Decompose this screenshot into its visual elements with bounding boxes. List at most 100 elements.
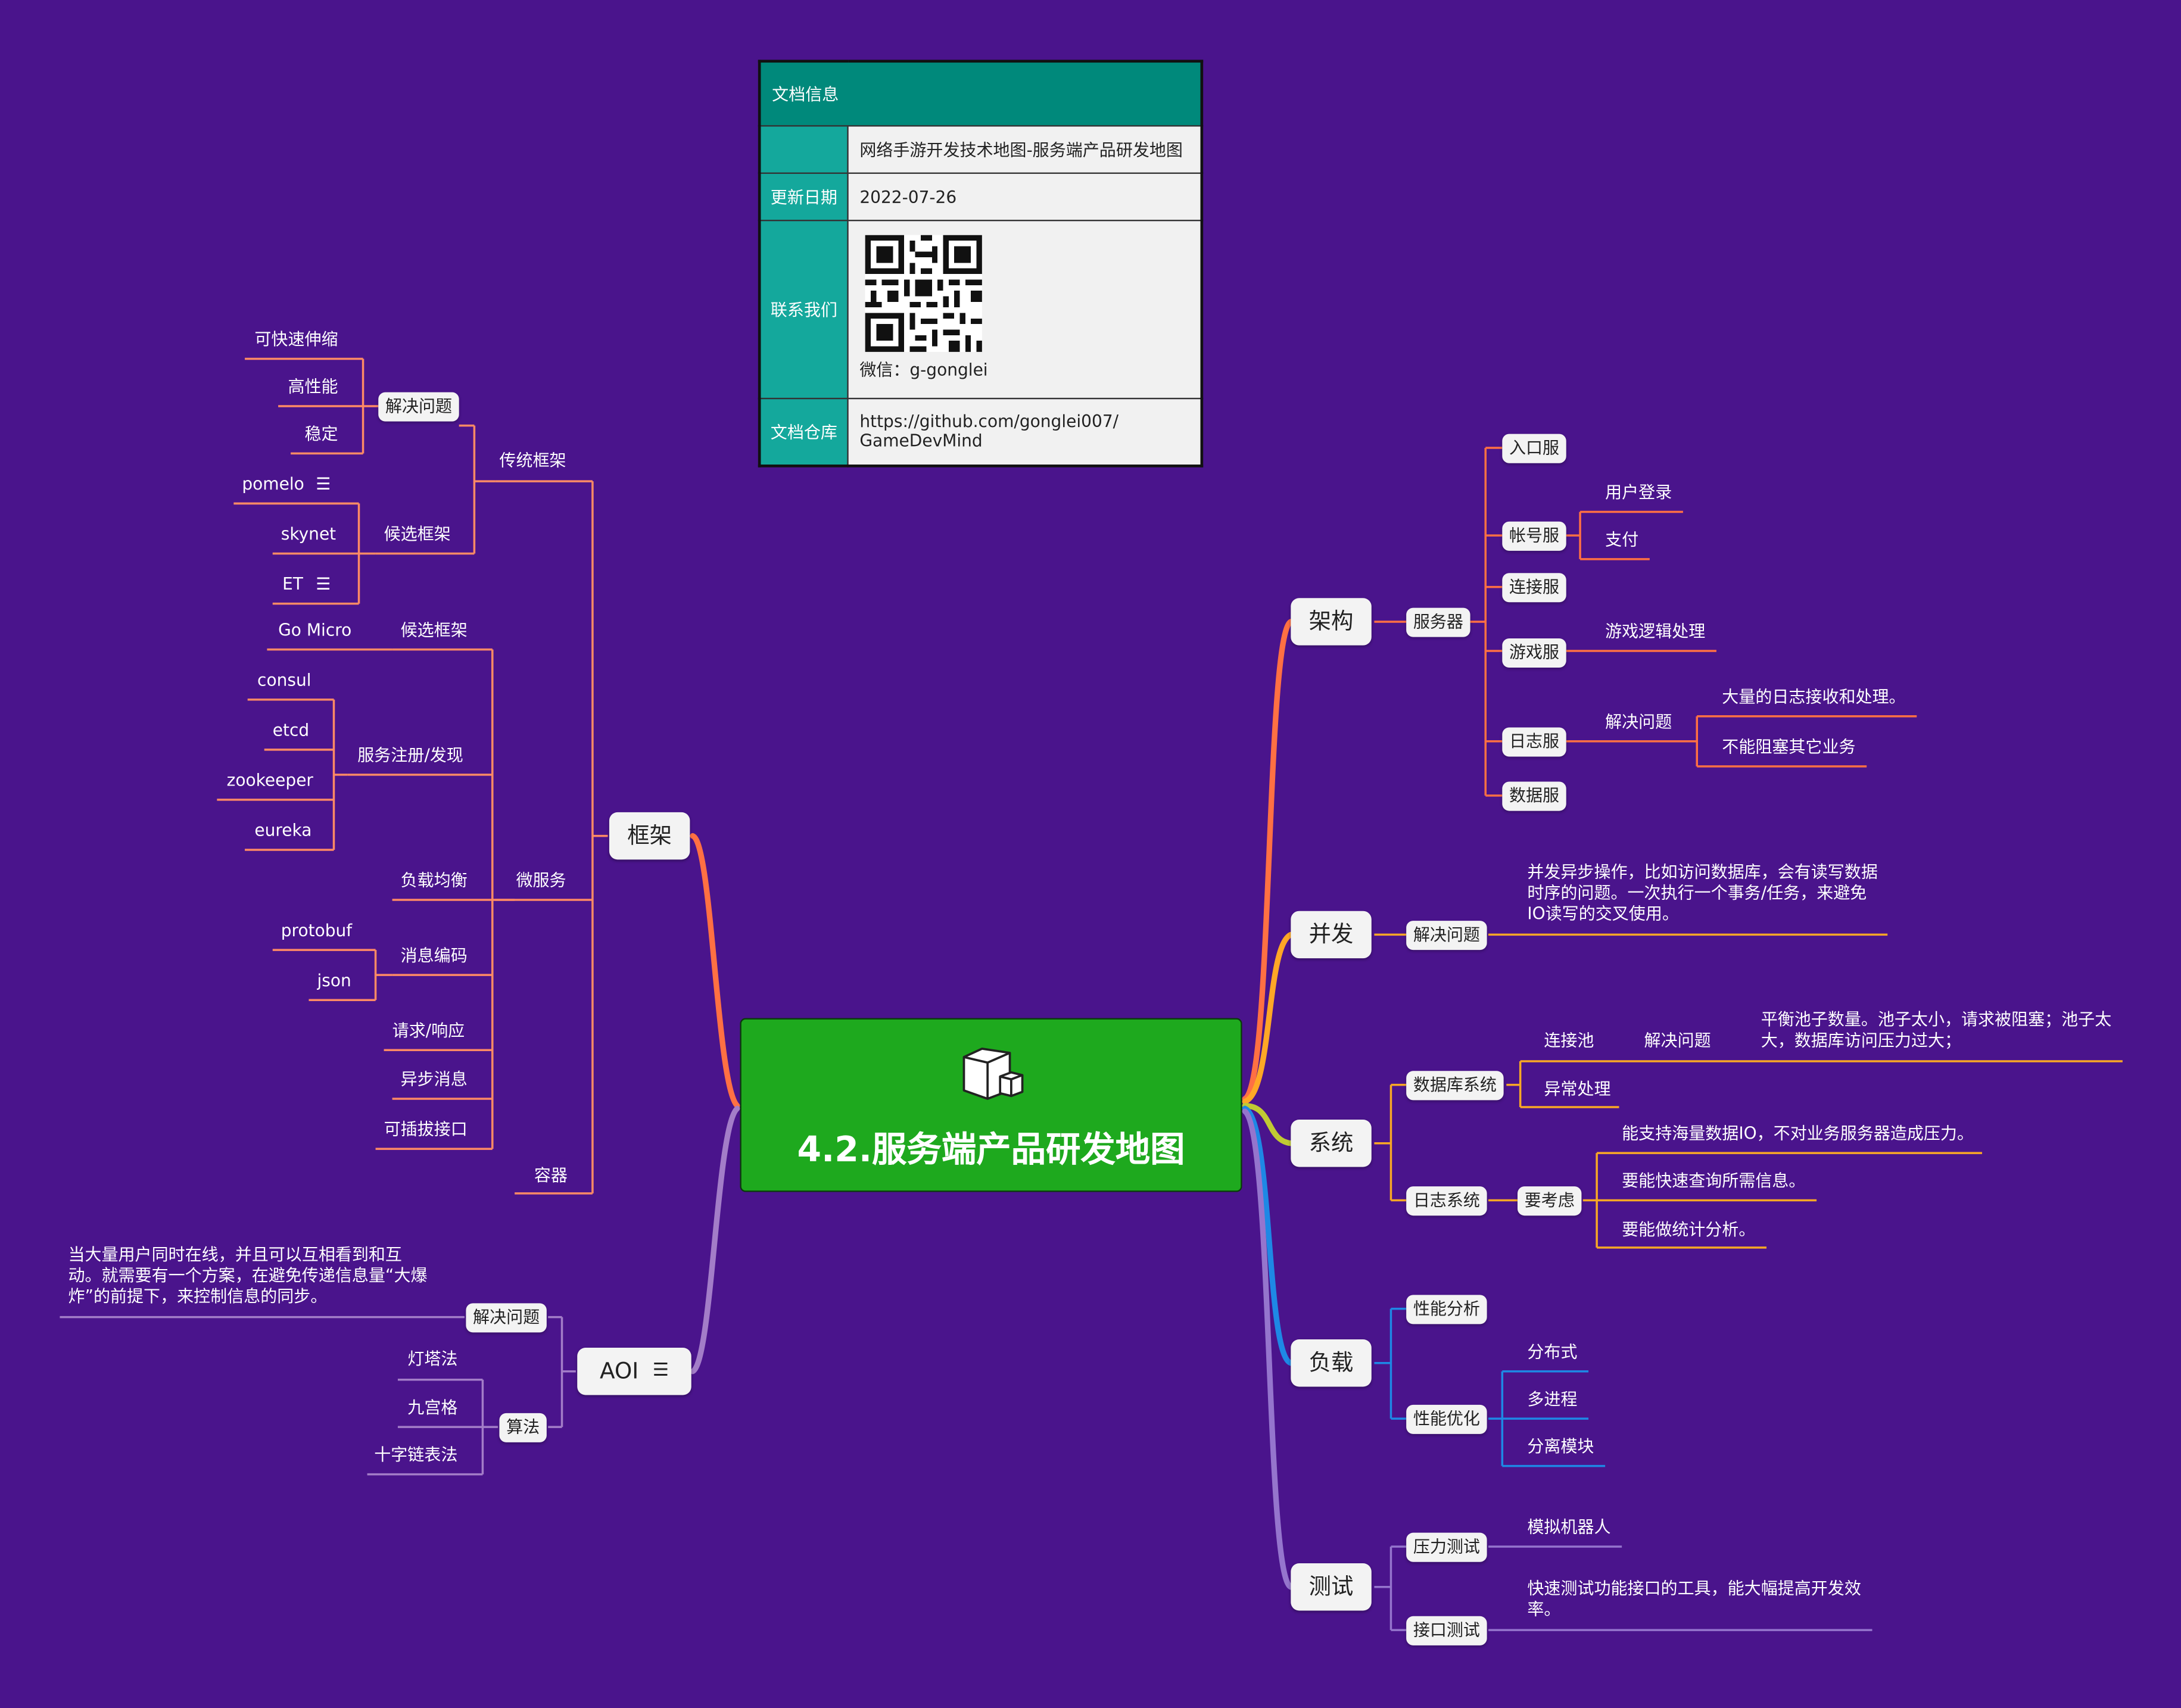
node-log-system[interactable]: 日志系统: [1406, 1186, 1487, 1216]
node-high-perf[interactable]: 高性能: [288, 376, 338, 397]
node-multiprocess[interactable]: 多进程: [1527, 1389, 1578, 1409]
node-consider-3[interactable]: 要能做统计分析。: [1622, 1220, 1756, 1239]
topic-xitong[interactable]: 系统: [1291, 1120, 1372, 1167]
note-icon[interactable]: ☰: [652, 1360, 669, 1381]
node-microservice[interactable]: 微服务: [516, 870, 566, 890]
node-log-point2[interactable]: 不能阻塞其它业务: [1722, 737, 1856, 757]
link-root-xitong: [1242, 1103, 1294, 1146]
node-algorithm[interactable]: 算法: [499, 1413, 547, 1442]
node-aoi-desc[interactable]: 当大量用户同时在线，并且可以互相看到和互动。就需要有一个方案，在避免传递信息量“…: [68, 1245, 428, 1306]
root-topic[interactable]: 4.2.服务端产品研发地图: [740, 1018, 1242, 1192]
node-consider[interactable]: 要考虑: [1517, 1186, 1582, 1216]
node-et[interactable]: ET: [282, 574, 303, 594]
node-scalable[interactable]: 可快速伸缩: [254, 329, 338, 350]
link-log-solve: [1566, 715, 1917, 768]
node-aoi-solve[interactable]: 解决问题: [466, 1303, 547, 1333]
node-nine-grid[interactable]: 九宫格: [407, 1398, 458, 1417]
node-payment[interactable]: 支付: [1605, 529, 1639, 550]
wechat-id: 微信：g-gonglei: [859, 360, 988, 380]
node-bingfa-solve[interactable]: 解决问题: [1406, 921, 1487, 950]
node-consul[interactable]: consul: [257, 670, 311, 690]
node-conn-pool[interactable]: 连接池: [1544, 1030, 1594, 1051]
node-game-server[interactable]: 游戏服: [1502, 638, 1566, 668]
node-service-registry[interactable]: 服务注册/发现: [357, 745, 463, 765]
node-msg-codec[interactable]: 消息编码: [400, 946, 468, 965]
node-json[interactable]: json: [317, 971, 351, 990]
qr-code-icon: [865, 235, 982, 352]
node-api-test[interactable]: 接口测试: [1406, 1616, 1487, 1645]
link-optimize-children: [1488, 1370, 1606, 1467]
link-algo-children: [367, 1379, 498, 1476]
node-account-server[interactable]: 帐号服: [1502, 521, 1566, 551]
link-root-fuzai: [1242, 1105, 1294, 1366]
node-data-server[interactable]: 数据服: [1502, 781, 1566, 811]
link-account-children: [1566, 510, 1683, 560]
link-root-aoi: [690, 1105, 740, 1374]
node-load-balance[interactable]: 负载均衡: [400, 870, 468, 890]
link-codec-children: [272, 949, 392, 1001]
node-api-desc[interactable]: 快速测试功能接口的工具，能大幅提高开发效率。: [1527, 1578, 1861, 1619]
node-cross-linked-list[interactable]: 十字链表法: [374, 1445, 458, 1465]
node-async-msg[interactable]: 异步消息: [400, 1069, 468, 1089]
contact-value: 微信：g-gonglei: [847, 220, 1203, 400]
topic-kuangjia[interactable]: 框架: [609, 812, 690, 860]
topic-ceshi[interactable]: 测试: [1291, 1563, 1372, 1611]
link-fuzai-bus: [1374, 1307, 1407, 1420]
node-micro-candidates[interactable]: 候选框架: [400, 620, 468, 640]
link-db-children: [1506, 1060, 2123, 1108]
node-zookeeper[interactable]: zookeeper: [226, 770, 313, 790]
node-user-login[interactable]: 用户登录: [1605, 482, 1672, 503]
node-perf-analysis[interactable]: 性能分析: [1406, 1295, 1487, 1324]
node-pool-desc[interactable]: 平衡池子数量。池子太小，请求被阻塞；池子太大，数据库访问压力过大；: [1761, 1009, 2112, 1051]
node-trad-candidates[interactable]: 候选框架: [384, 524, 451, 544]
node-consider-2[interactable]: 要能快速查询所需信息。: [1622, 1171, 1806, 1191]
node-consider-1[interactable]: 能支持海量数据IO，不对业务服务器造成压力。: [1622, 1124, 1974, 1143]
node-entry-server[interactable]: 入口服: [1502, 434, 1566, 463]
node-game-logic[interactable]: 游戏逻辑处理: [1605, 621, 1706, 641]
node-trad-solve[interactable]: 解决问题: [378, 392, 459, 422]
node-pomelo[interactable]: pomelo: [242, 474, 304, 494]
doc-title-key: [759, 125, 849, 174]
node-perf-optimize[interactable]: 性能优化: [1406, 1404, 1487, 1434]
topic-bingfa[interactable]: 并发: [1291, 911, 1372, 959]
topic-jiagou[interactable]: 架构: [1291, 598, 1372, 646]
topic-aoi[interactable]: AOI ☰: [577, 1348, 691, 1395]
node-exception[interactable]: 异常处理: [1544, 1079, 1611, 1099]
note-icon[interactable]: ☰: [316, 474, 331, 494]
node-log-solve[interactable]: 解决问题: [1605, 712, 1672, 732]
node-container[interactable]: 容器: [534, 1165, 568, 1185]
node-distributed[interactable]: 分布式: [1527, 1342, 1578, 1362]
node-stable[interactable]: 稳定: [304, 424, 338, 444]
node-eureka[interactable]: eureka: [254, 820, 312, 840]
note-icon[interactable]: ☰: [316, 574, 331, 594]
node-robot[interactable]: 模拟机器人: [1527, 1517, 1611, 1537]
node-pluggable[interactable]: 可插拔接口: [384, 1120, 468, 1139]
node-go-micro[interactable]: Go Micro: [278, 620, 352, 640]
link-root-kuangjia: [690, 833, 740, 1109]
update-date-value: 2022-07-26: [847, 172, 1203, 222]
node-db-system[interactable]: 数据库系统: [1406, 1071, 1504, 1101]
link-trad-cand-children: [233, 502, 376, 605]
link-server-bus: [1470, 448, 1487, 796]
node-pool-solve[interactable]: 解决问题: [1644, 1030, 1711, 1051]
node-log-server[interactable]: 日志服: [1502, 727, 1566, 757]
repo-value[interactable]: https://github.com/gonglei007/ GameDevMi…: [847, 397, 1203, 466]
node-etcd[interactable]: etcd: [272, 720, 310, 740]
node-req-resp[interactable]: 请求/响应: [392, 1021, 465, 1040]
node-stress-test[interactable]: 压力测试: [1406, 1532, 1487, 1562]
node-lighthouse[interactable]: 灯塔法: [407, 1349, 458, 1369]
node-bingfa-desc[interactable]: 并发异步操作，比如访问数据库，会有读写数据时序的问题。一次执行一个事务/任务，来…: [1527, 862, 1878, 924]
node-log-point1[interactable]: 大量的日志接收和处理。: [1722, 687, 1906, 707]
node-separate-modules[interactable]: 分离模块: [1527, 1436, 1594, 1457]
link-trad-bus: [375, 424, 496, 555]
node-skynet[interactable]: skynet: [281, 524, 337, 544]
node-server[interactable]: 服务器: [1406, 607, 1470, 637]
node-protobuf[interactable]: protobuf: [281, 921, 353, 940]
node-connection-server[interactable]: 连接服: [1502, 573, 1566, 603]
repo-key: 文档仓库: [759, 397, 849, 466]
link-root-ceshi: [1242, 1108, 1294, 1590]
node-traditional[interactable]: 传统框架: [499, 450, 566, 470]
topic-fuzai[interactable]: 负载: [1291, 1339, 1372, 1387]
doc-info-header: 文档信息: [758, 60, 1203, 127]
